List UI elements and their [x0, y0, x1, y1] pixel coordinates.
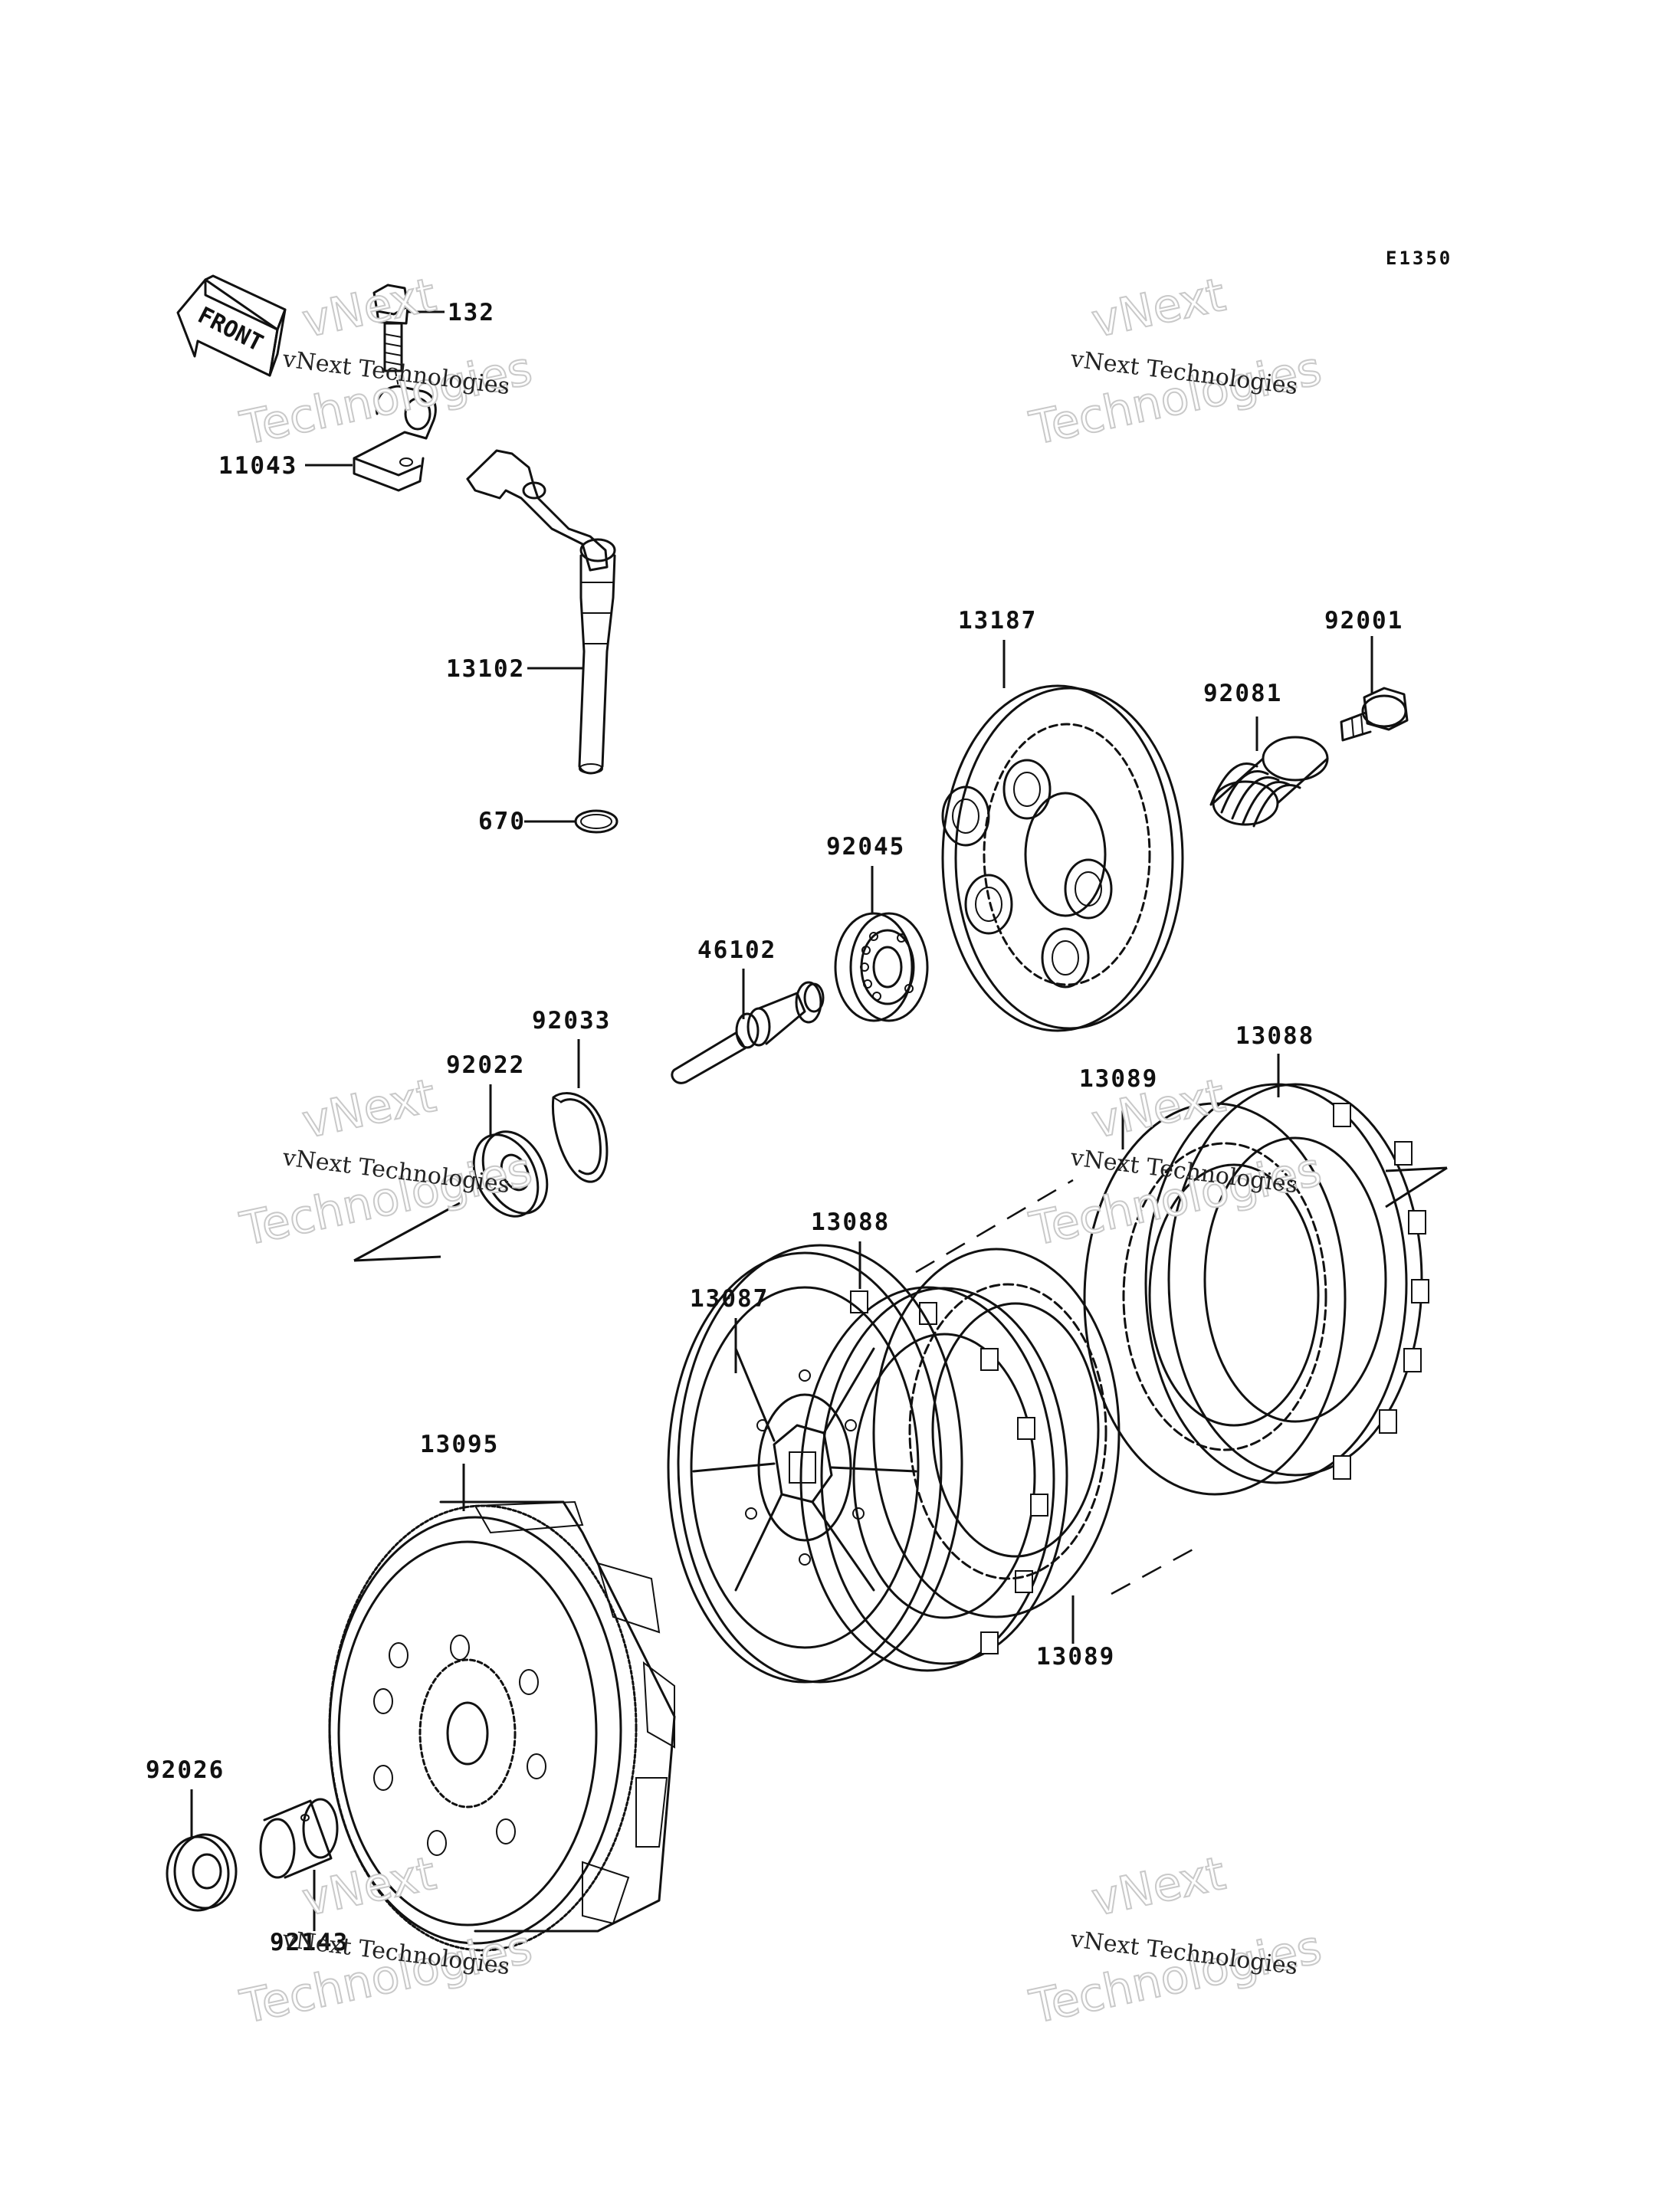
- watermark-line1: vNext: [298, 1069, 441, 1149]
- watermark-line1: vNext: [1088, 1847, 1230, 1927]
- front-arrow-icon: FRONT: [176, 274, 287, 377]
- part-13088-friction-plate-lower[interactable]: [799, 1286, 1068, 1672]
- watermark-bottom-right: vNext Technologies vNext Technologies: [1025, 1846, 1327, 2035]
- part-13089-steel-plate-lower[interactable]: [872, 1248, 1121, 1618]
- part-label-92045[interactable]: 92045: [826, 833, 905, 861]
- part-13087-clutch-hub[interactable]: [667, 1244, 963, 1684]
- part-label-13187[interactable]: 13187: [958, 607, 1037, 635]
- front-label: FRONT: [193, 302, 267, 357]
- part-label-13088-lower[interactable]: 13088: [811, 1208, 890, 1236]
- watermark-top-right: vNext Technologies vNext Technologies: [1025, 267, 1327, 457]
- watermark-top-left: vNext Technologies vNext Technologies: [235, 267, 538, 457]
- part-label-670[interactable]: 670: [478, 808, 526, 835]
- part-13089-steel-plate-upper[interactable]: [1083, 1102, 1347, 1496]
- part-13088-friction-plate-upper[interactable]: [1144, 1083, 1429, 1484]
- part-13102-release-shaft[interactable]: [466, 449, 616, 775]
- part-670-o-ring[interactable]: [574, 809, 619, 834]
- part-label-92001[interactable]: 92001: [1324, 607, 1403, 635]
- part-13095-clutch-housing[interactable]: [328, 1500, 676, 1952]
- part-label-13087[interactable]: 13087: [690, 1285, 769, 1313]
- watermark-line1: vNext: [298, 268, 441, 349]
- part-label-13102[interactable]: 13102: [446, 655, 525, 683]
- watermark-line1: vNext: [1088, 268, 1230, 349]
- watermark-middle-right: vNext Technologies vNext Technologies: [1025, 1068, 1327, 1258]
- part-label-92081[interactable]: 92081: [1203, 680, 1282, 707]
- part-label-13095[interactable]: 13095: [420, 1431, 499, 1458]
- part-label-92026[interactable]: 92026: [146, 1756, 225, 1784]
- part-92045-bearing[interactable]: [834, 912, 929, 1022]
- part-label-13089-lower[interactable]: 13089: [1036, 1643, 1115, 1671]
- part-92001-bolt[interactable]: [1340, 687, 1409, 742]
- part-92022-washer[interactable]: [461, 1121, 559, 1227]
- part-label-92143[interactable]: 92143: [270, 1929, 349, 1956]
- part-92081-spring[interactable]: [1209, 736, 1329, 828]
- part-13187-pressure-plate[interactable]: [941, 684, 1184, 1032]
- part-label-46102[interactable]: 46102: [697, 936, 776, 964]
- part-11043-clamp[interactable]: [353, 385, 437, 492]
- part-46102-pushrod[interactable]: [671, 981, 825, 1084]
- pressure-plate-bosses: [941, 759, 1113, 989]
- part-label-132[interactable]: 132: [448, 299, 495, 326]
- watermark-line1: vNext: [298, 1847, 441, 1927]
- part-92143-collar[interactable]: [259, 1798, 339, 1879]
- part-132-bolt[interactable]: [372, 284, 409, 372]
- part-92026-washer[interactable]: [166, 1833, 238, 1912]
- part-label-13088-upper[interactable]: 13088: [1235, 1022, 1314, 1050]
- part-label-13089-upper[interactable]: 13089: [1079, 1065, 1158, 1093]
- part-92033-circlip[interactable]: [551, 1092, 609, 1183]
- diagram-code: E1350: [1386, 248, 1452, 269]
- part-label-92022[interactable]: 92022: [446, 1051, 525, 1079]
- watermark-bottom-left: vNext Technologies vNext Technologies: [235, 1846, 538, 2035]
- part-label-92033[interactable]: 92033: [532, 1007, 611, 1035]
- part-label-11043[interactable]: 11043: [218, 452, 297, 480]
